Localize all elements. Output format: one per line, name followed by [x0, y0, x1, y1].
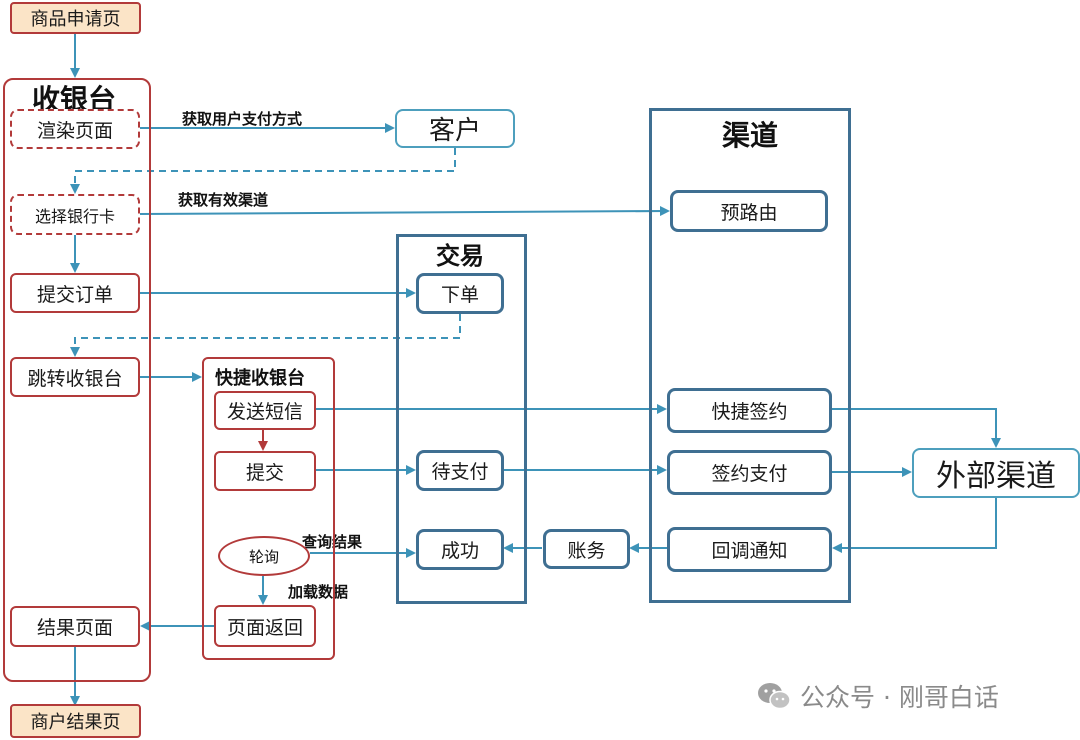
start-node: 商品申请页	[10, 2, 141, 34]
end-node: 商户结果页	[10, 704, 141, 738]
quick-sign-node: 快捷签约	[667, 388, 832, 433]
select-card-node: 选择银行卡	[10, 194, 140, 235]
wechat-icon	[758, 683, 791, 710]
pending-pay-node: 待支付	[416, 450, 504, 491]
trade-container	[396, 234, 527, 604]
accounting-node: 账务	[543, 529, 630, 569]
external-channel-node: 外部渠道	[912, 448, 1080, 498]
edge-label-get-pay-method: 获取用户支付方式	[182, 110, 303, 128]
result-page-node: 结果页面	[10, 606, 140, 647]
cashier-container	[3, 78, 151, 682]
sign-pay-node: 签约支付	[667, 450, 832, 495]
place-order-node: 下单	[416, 273, 504, 314]
send-sms-node: 发送短信	[214, 391, 316, 430]
page-return-node: 页面返回	[214, 605, 316, 647]
render-page-node: 渲染页面	[10, 109, 140, 149]
watermark-text: 公众号 · 刚哥白话	[800, 683, 999, 712]
poll-node: 轮询	[218, 536, 310, 576]
customer-node: 客户	[395, 109, 515, 148]
quick-cashier-title: 快捷收银台	[215, 368, 305, 389]
edge-customer-to-select	[70, 148, 456, 194]
edge-quicksign-to-external	[832, 408, 1001, 448]
channel-container	[649, 108, 851, 603]
success-node: 成功	[416, 529, 504, 570]
trade-title: 交易	[436, 242, 484, 270]
quick-cashier-container	[202, 357, 335, 660]
channel-title: 渠道	[722, 119, 779, 152]
callback-node: 回调通知	[667, 527, 832, 572]
edge-order-to-jump	[70, 314, 461, 357]
edge-select-to-preroute	[139, 206, 670, 217]
edge-label-get-valid-channel: 获取有效渠道	[178, 191, 269, 209]
submit-order-node: 提交订单	[10, 273, 140, 313]
edge-external-to-callback	[832, 498, 997, 553]
pre-route-node: 预路由	[670, 190, 828, 232]
edge-label-query-result: 查询结果	[302, 533, 363, 551]
watermark: 公众号 · 刚哥白话	[756, 678, 999, 714]
submit-node: 提交	[214, 451, 316, 491]
jump-cashier-node: 跳转收银台	[10, 357, 140, 397]
